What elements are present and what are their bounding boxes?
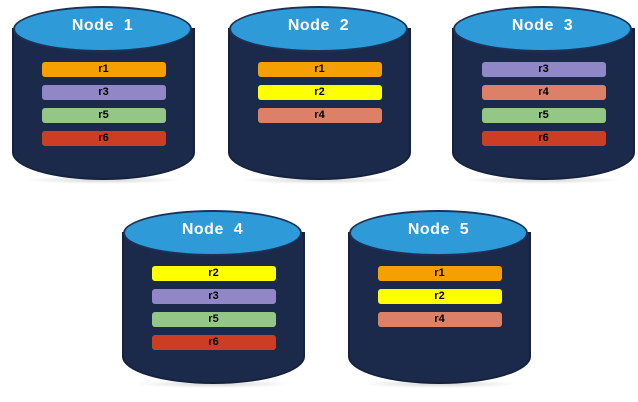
cylinder-top-ellipse [229, 6, 408, 52]
replica-bar-r5[interactable]: r5 [41, 108, 166, 123]
replica-bar-r1[interactable]: r1 [377, 266, 502, 281]
replica-bar-r3[interactable]: r3 [481, 62, 606, 77]
replica-list: r1 r2 r4 [348, 266, 531, 335]
replica-bar-r2[interactable]: r2 [377, 289, 502, 304]
replica-list: r1 r3 r5 r6 [12, 62, 195, 154]
replica-list: r3 r4 r5 r6 [452, 62, 635, 154]
database-node-1[interactable]: Node 1 r1 r3 r5 r6 [12, 4, 195, 186]
replica-list: r1 r2 r4 [228, 62, 411, 131]
replica-bar-r4[interactable]: r4 [377, 312, 502, 327]
database-node-4[interactable]: Node 4 r2 r3 r5 r6 [122, 208, 305, 390]
database-node-5[interactable]: Node 5 r1 r2 r4 [348, 208, 531, 390]
database-node-3[interactable]: Node 3 r3 r4 r5 r6 [452, 4, 635, 186]
cylinder-top-ellipse [453, 6, 632, 52]
cylinder-top-ellipse [123, 210, 302, 256]
node-shadow [466, 176, 621, 184]
node-title-label: Node 3 [511, 17, 574, 34]
replica-bar-r2[interactable]: r2 [257, 85, 382, 100]
node-shadow [136, 380, 291, 388]
node-title-label: Node 4 [181, 221, 244, 238]
node-shadow [242, 176, 397, 184]
replica-bar-r5[interactable]: r5 [481, 108, 606, 123]
replica-bar-r4[interactable]: r4 [257, 108, 382, 123]
replica-bar-r4[interactable]: r4 [481, 85, 606, 100]
cylinder-top-ellipse [13, 6, 192, 52]
replica-bar-r1[interactable]: r1 [257, 62, 382, 77]
node-title-label: Node 2 [287, 17, 350, 34]
node-shadow [362, 380, 517, 388]
replica-bar-r2[interactable]: r2 [151, 266, 276, 281]
cylinder-body [348, 232, 531, 384]
replica-bar-r6[interactable]: r6 [151, 335, 276, 350]
replica-bar-r6[interactable]: r6 [41, 131, 166, 146]
replica-bar-r5[interactable]: r5 [151, 312, 276, 327]
replica-bar-r3[interactable]: r3 [41, 85, 166, 100]
node-shadow [26, 176, 181, 184]
cylinder-top-ellipse [349, 210, 528, 256]
cylinder-body [12, 28, 195, 180]
node-title-label: Node 5 [407, 221, 470, 238]
node-title-label: Node 1 [71, 17, 134, 34]
replica-bar-r1[interactable]: r1 [41, 62, 166, 77]
replica-bar-r6[interactable]: r6 [481, 131, 606, 146]
database-node-2[interactable]: Node 2 r1 r2 r4 [228, 4, 411, 186]
replica-bar-r3[interactable]: r3 [151, 289, 276, 304]
replica-list: r2 r3 r5 r6 [122, 266, 305, 358]
